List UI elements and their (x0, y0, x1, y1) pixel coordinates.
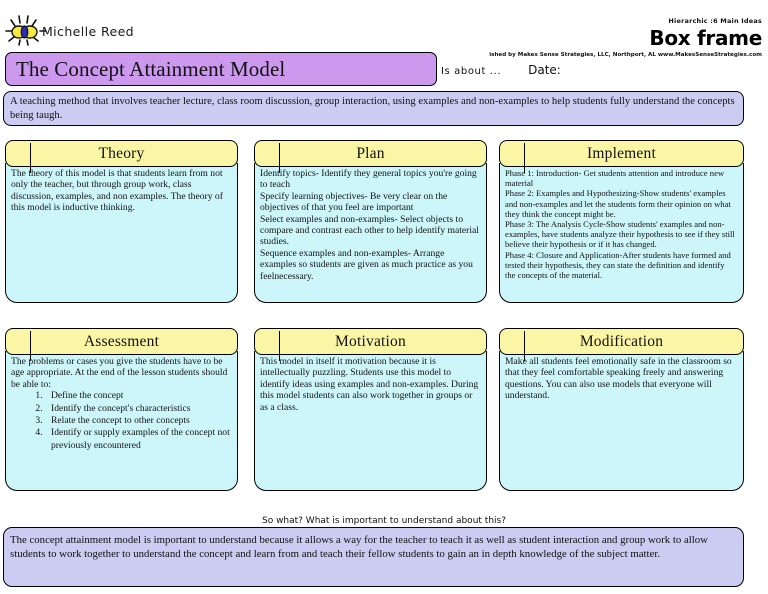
list-item: Identify the concept's characteristics (45, 403, 231, 415)
concept-box-body[interactable]: This model in itself it motivation becau… (254, 351, 487, 491)
meta-row: Is about ... Date: (441, 63, 561, 77)
concept-box-modification[interactable]: Modification Make all students feel emot… (499, 328, 744, 491)
concept-box-header[interactable]: Implement (499, 140, 744, 173)
header-tick-mark (524, 143, 525, 173)
header-tick-mark (279, 331, 280, 361)
list-item: Relate the concept to other concepts (45, 415, 231, 427)
page-title-plate[interactable]: The Concept Attainment Model (5, 52, 437, 86)
list-item: Define the concept (45, 390, 231, 402)
concept-box-body[interactable]: The theory of this model is that student… (5, 163, 238, 303)
concept-box-body[interactable]: Make all students feel emotionally safe … (499, 351, 744, 491)
author-block: Michelle Reed (4, 14, 134, 48)
concept-box-implement[interactable]: Implement Phase 1: Introduction- Get stu… (499, 140, 744, 303)
concept-box-body[interactable]: The problems or cases you give the stude… (5, 351, 238, 491)
concept-box-plan[interactable]: Plan Identify topics- Identify they gene… (254, 140, 487, 303)
about-description-box[interactable]: A teaching method that involves teacher … (3, 91, 744, 126)
concept-box-header[interactable]: Plan (254, 140, 487, 173)
date-label: Date: (528, 63, 561, 77)
brand-title: Box frame (649, 26, 762, 50)
page-header: Michelle Reed Hierarchic :6 Main Ideas B… (0, 0, 768, 88)
concept-box-title: Plan (356, 144, 385, 162)
concept-box-text: The problems or cases you give the stude… (11, 356, 228, 390)
concept-box-text: The theory of this model is that student… (11, 168, 223, 214)
concept-box-title: Motivation (335, 332, 406, 350)
concept-box-header[interactable]: Assessment (5, 328, 238, 361)
concept-box-header[interactable]: Theory (5, 140, 238, 173)
sun-eye-logo-icon (5, 15, 47, 46)
concept-box-text: Phase 1: Introduction- Get students atte… (505, 168, 735, 281)
concept-box-text: This model in itself it motivation becau… (260, 356, 479, 413)
concept-box-title: Modification (579, 332, 664, 350)
header-tick-mark (524, 331, 525, 361)
concept-box-text: Identify topics- Identify they general t… (260, 168, 479, 282)
concept-box-body[interactable]: Phase 1: Introduction- Get students atte… (499, 163, 744, 303)
brand-block: Hierarchic :6 Main Ideas Box frame ished… (422, 16, 762, 60)
brand-publisher-line: ished by Makes Sense Strategies, LLC, No… (489, 52, 762, 58)
page-title: The Concept Attainment Model (16, 56, 286, 81)
is-about-label: Is about ... (441, 66, 502, 77)
concept-box-body[interactable]: Identify topics- Identify they general t… (254, 163, 487, 303)
concept-box-title: Theory (98, 144, 145, 162)
header-tick-mark (30, 143, 31, 173)
concept-box-title: Assessment (83, 332, 160, 350)
sowhat-box[interactable]: The concept attainment model is importan… (3, 527, 744, 587)
sowhat-caption: So what? What is important to understand… (261, 516, 506, 526)
sowhat-text: The concept attainment model is importan… (10, 534, 708, 560)
about-description-text: A teaching method that involves teacher … (10, 96, 735, 121)
concept-box-assessment[interactable]: Assessment The problems or cases you giv… (5, 328, 238, 491)
brand-kind-label: Hierarchic :6 Main Ideas (668, 17, 762, 25)
concept-row-top: Theory The theory of this model is that … (0, 140, 768, 328)
concept-box-motivation[interactable]: Motivation This model in itself it motiv… (254, 328, 487, 491)
header-tick-mark (279, 143, 280, 173)
list-item: Identify or supply examples of the conce… (45, 427, 231, 452)
concept-box-theory[interactable]: Theory The theory of this model is that … (5, 140, 238, 303)
concept-box-header[interactable]: Modification (499, 328, 744, 361)
concept-box-grid: Theory The theory of this model is that … (0, 140, 768, 516)
author-name: Michelle Reed (42, 23, 134, 39)
header-tick-mark (30, 331, 31, 361)
concept-row-bottom: Assessment The problems or cases you giv… (0, 328, 768, 516)
concept-box-header[interactable]: Motivation (254, 328, 487, 361)
assessment-objective-list: Define the concept Identify the concept'… (11, 390, 231, 452)
concept-box-title: Implement (587, 144, 656, 162)
concept-box-text: Make all students feel emotionally safe … (505, 356, 732, 402)
